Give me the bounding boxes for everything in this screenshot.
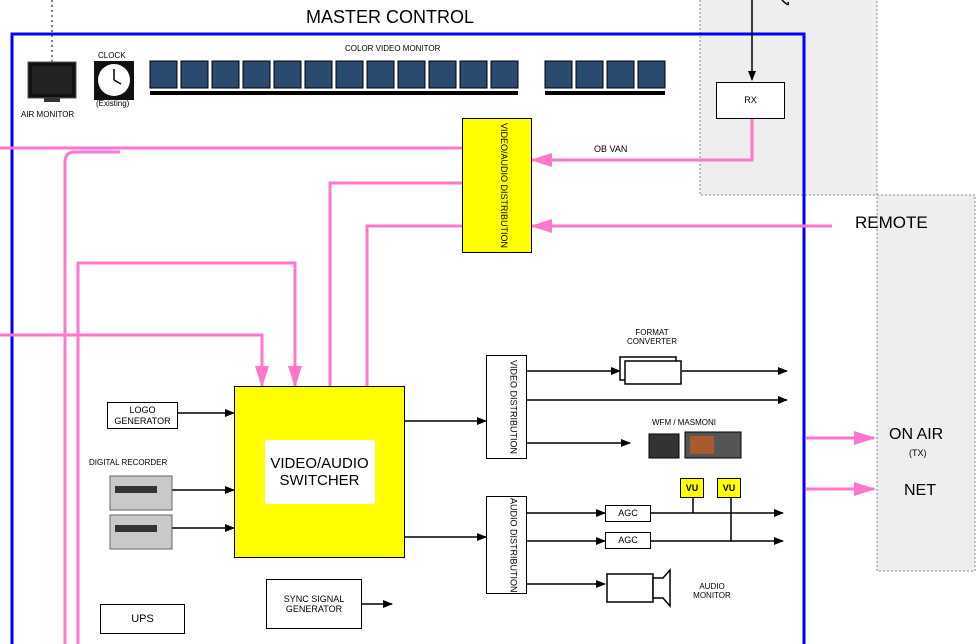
ups-box: UPS — [100, 604, 185, 634]
clock-icon — [94, 61, 134, 100]
master-control-border — [10, 32, 806, 644]
vu-meter-2: VU — [717, 478, 741, 498]
audio-monitor-icon — [606, 568, 671, 608]
audio-monitor-label: AUDIO MONITOR — [693, 582, 731, 600]
antenna-icon — [781, 0, 790, 6]
rx-box: RX — [716, 82, 785, 119]
audio-distribution-box: AUDIO DISTRIBUTION — [486, 496, 527, 594]
vu-meter-1: VU — [680, 478, 704, 498]
wiring — [172, 367, 788, 608]
wfm-label: WFM / MASMONI — [652, 418, 716, 427]
clock-note: (Existing) — [96, 99, 130, 108]
net-label: NET — [904, 482, 936, 499]
sync-signal-generator-box: SYNC SIGNAL GENERATOR — [266, 579, 362, 629]
air-monitor-label: AIR MONITOR — [21, 110, 75, 119]
agc-box-1: AGC — [605, 505, 651, 522]
logo-generator-box: LOGO GENERATOR — [107, 402, 178, 429]
video-distribution-box: VIDEO DISTRIBUTION — [486, 355, 527, 459]
ob-van-label: OB VAN — [594, 144, 628, 154]
tx-label: (TX) — [909, 448, 927, 458]
color-video-monitor-label: COLOR VIDEO MONITOR — [345, 44, 441, 53]
audio-distribution-label: AUDIO DISTRIBUTION — [508, 497, 519, 593]
switcher-label-line1: VIDEO/AUDIO — [270, 454, 369, 472]
video-distribution-label: VIDEO DISTRIBUTION — [508, 359, 519, 454]
on-air-label: ON AIR — [889, 426, 944, 443]
clock-label: CLOCK — [98, 51, 126, 60]
format-converter-label: FORMAT CONVERTER — [626, 328, 678, 346]
digital-recorder-label: DIGITAL RECORDER — [89, 458, 168, 467]
digital-recorder-icons — [109, 475, 173, 550]
switcher-label-panel: VIDEO/AUDIO SWITCHER — [264, 440, 375, 504]
color-video-monitor-bank — [149, 60, 666, 95]
switcher-box: VIDEO/AUDIO SWITCHER — [234, 386, 405, 558]
agc-box-2: AGC — [605, 532, 651, 549]
switcher-label-line2: SWITCHER — [279, 472, 360, 489]
remote-label: REMOTE — [855, 213, 928, 232]
wfm-masmoni-icons — [648, 431, 742, 459]
air-monitor-icon — [27, 61, 77, 102]
signal-lines — [0, 118, 876, 644]
format-converter-icon — [619, 356, 682, 385]
page-title: MASTER CONTROL — [306, 7, 475, 27]
video-audio-distribution-label: VIDEO/AUDIO DISTRIBUTION — [499, 122, 509, 248]
video-audio-distribution-box: VIDEO/AUDIO DISTRIBUTION — [462, 118, 532, 253]
external-area — [876, 194, 976, 572]
